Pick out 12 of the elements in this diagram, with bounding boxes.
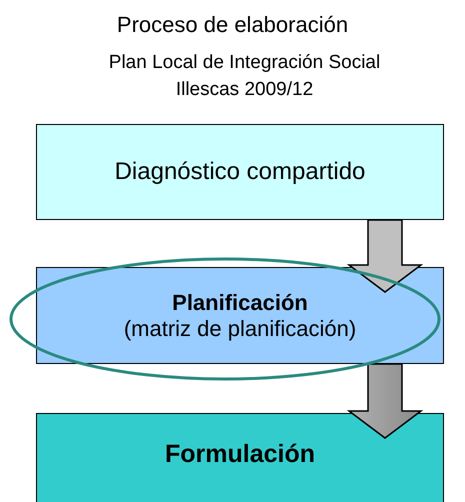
box-subtext: (matriz de planificación) bbox=[124, 316, 356, 341]
box-heading: Planificación bbox=[172, 290, 308, 316]
process-box bbox=[36, 124, 444, 220]
diagram-title: Proceso de elaboración bbox=[116, 12, 350, 38]
subtitle: Plan Local de Integración Social bbox=[108, 52, 382, 74]
process-box bbox=[36, 413, 444, 502]
box-heading: Diagnóstico compartido bbox=[114, 158, 366, 186]
process-box bbox=[36, 267, 444, 364]
block-arrow bbox=[346, 363, 424, 439]
box-heading: Formulación bbox=[164, 440, 315, 469]
block-arrow bbox=[346, 219, 424, 293]
subtitle: Illescas 2009/12 bbox=[174, 79, 314, 101]
